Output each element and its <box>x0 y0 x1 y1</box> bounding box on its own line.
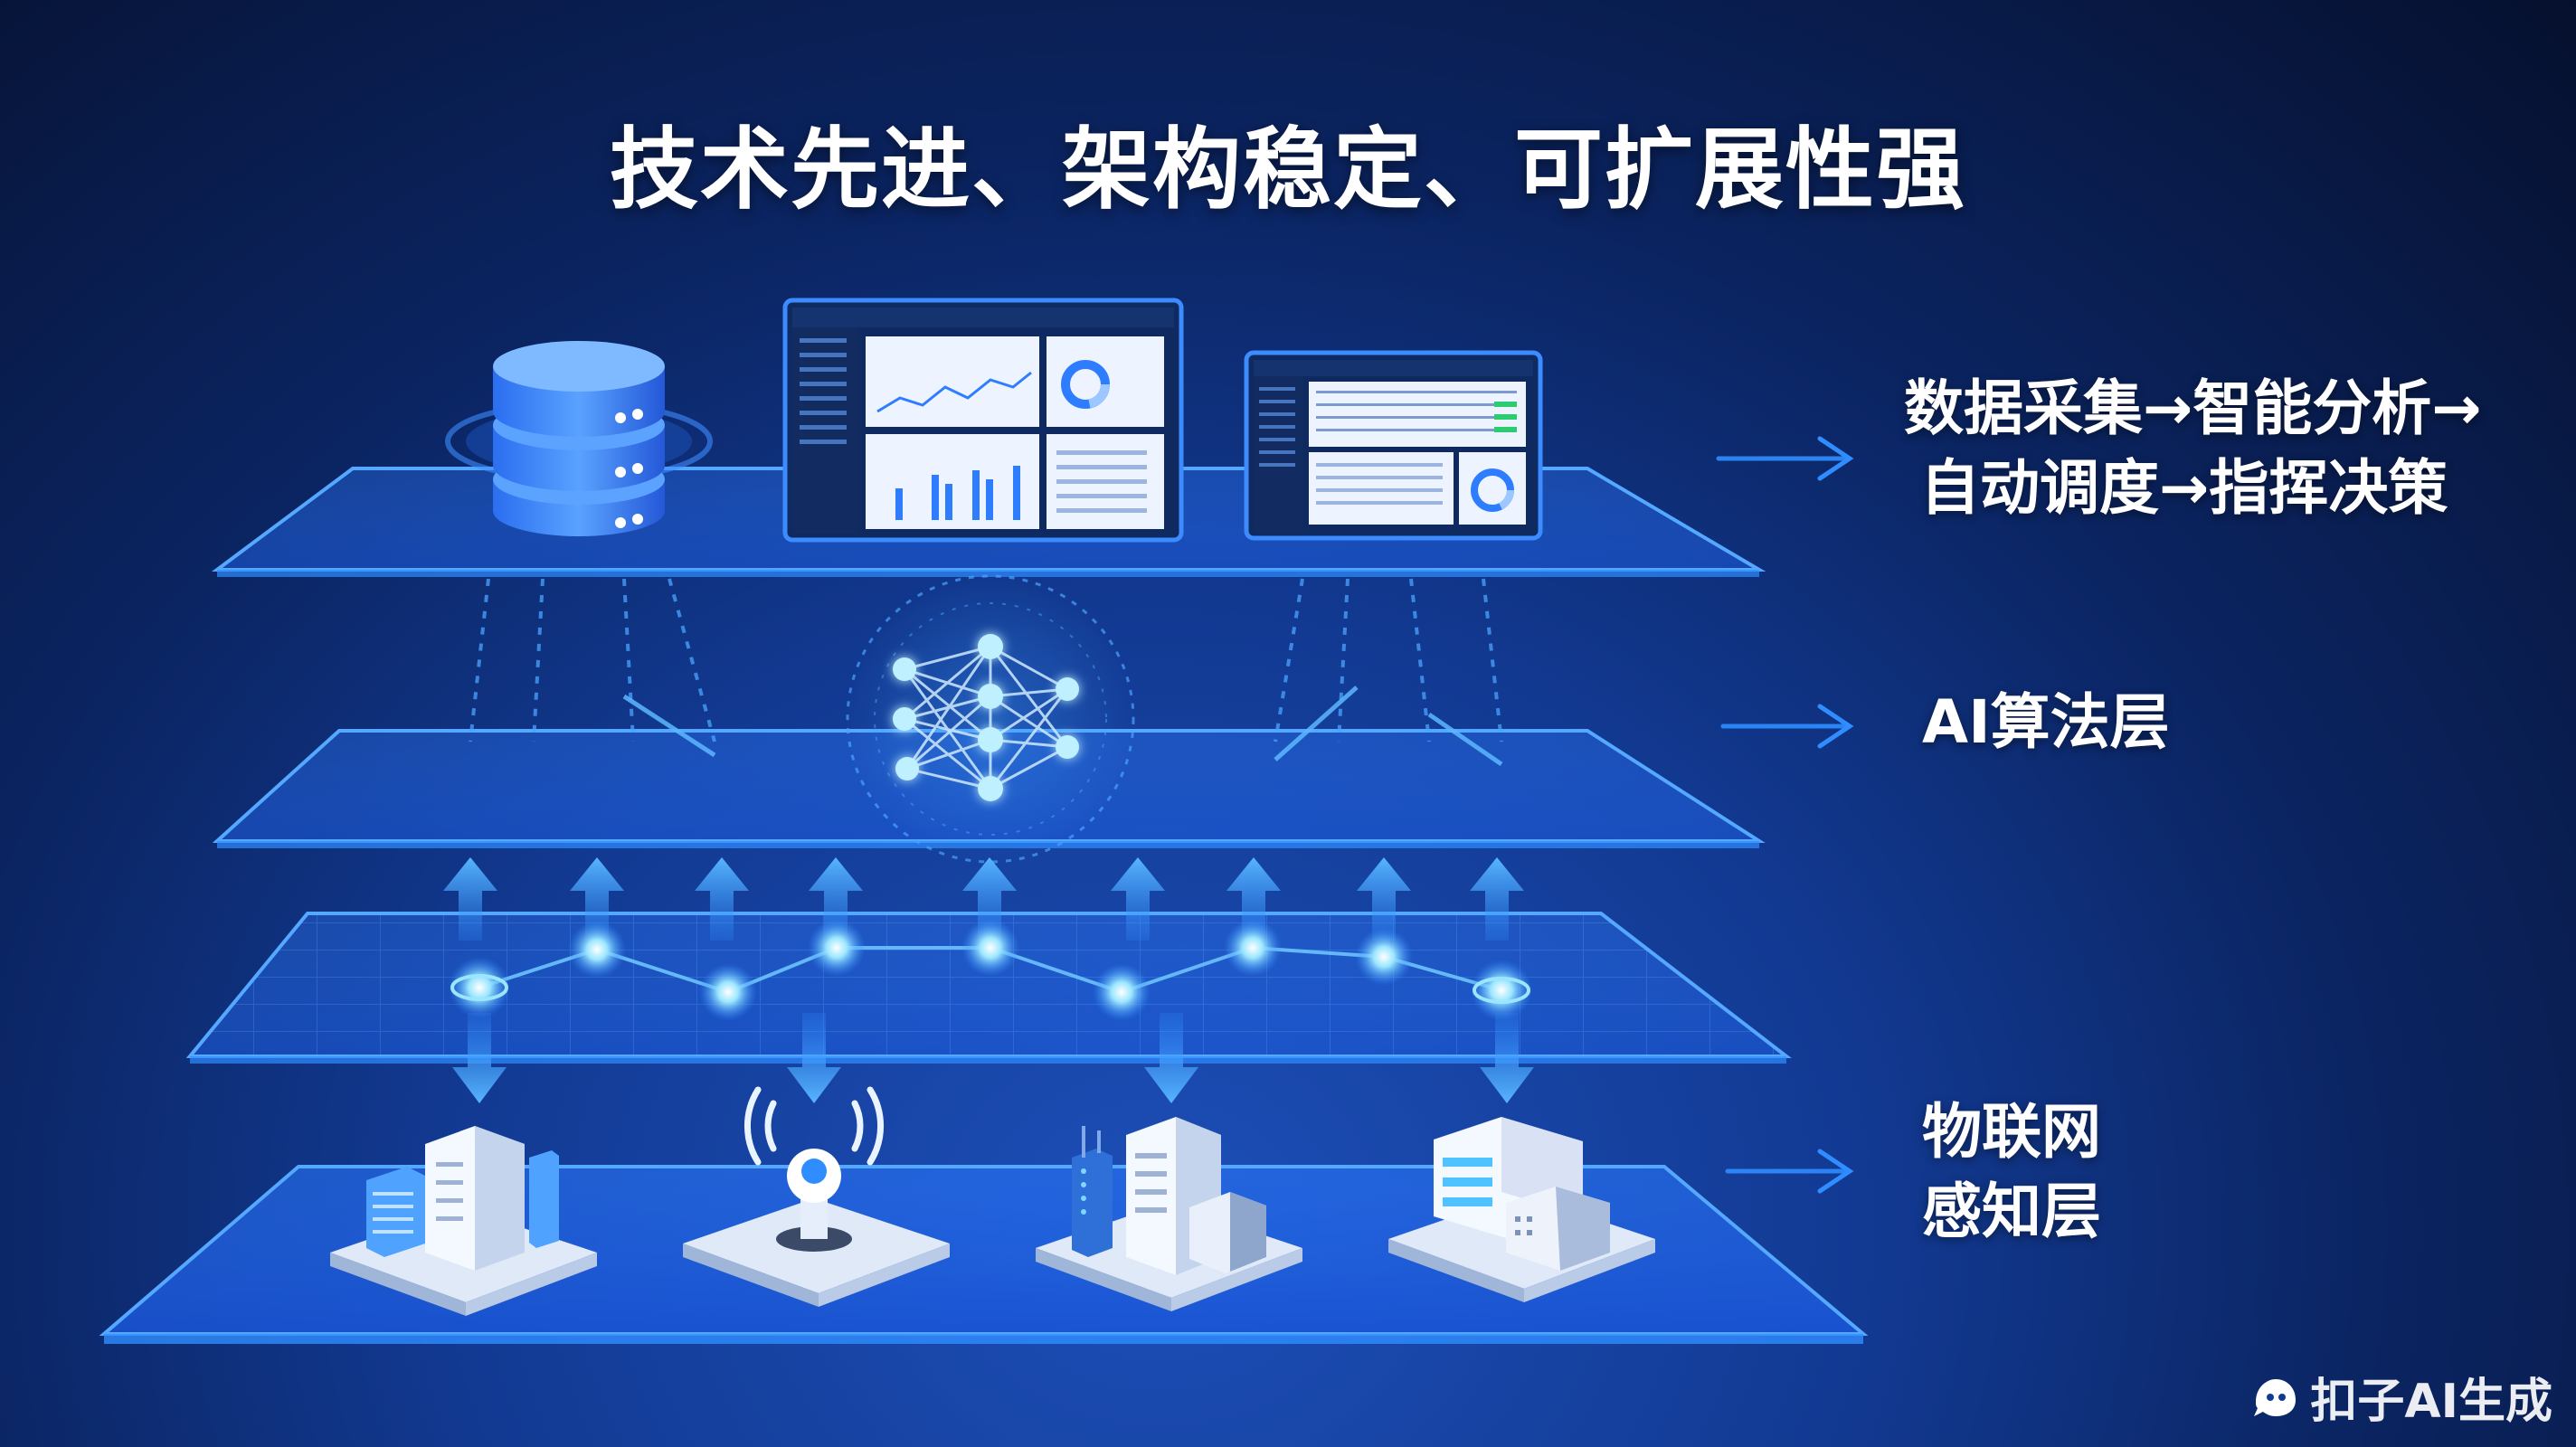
up-arrow-icon <box>1111 857 1165 941</box>
down-arrow-icon <box>1480 1013 1534 1103</box>
page-title: 技术先进、架构稳定、可扩展性强 <box>609 118 1966 222</box>
network-node <box>961 919 1019 977</box>
iot-layer-line-2: 感知层 <box>1922 1177 2101 1246</box>
neural-network-icon <box>846 574 1135 864</box>
watermark-text: 扣子AI生成 <box>2310 1375 2552 1429</box>
up-arrow-icon <box>695 857 749 941</box>
down-arrow-group <box>452 1013 1534 1103</box>
storage-server-icon <box>1388 1117 1655 1302</box>
iot-layer-label: 物联网 感知层 <box>1922 1092 2101 1252</box>
network-node <box>568 921 626 979</box>
ai-layer-label: AI算法层 <box>1922 683 2170 762</box>
application-layer-line-2: 自动调度→指挥决策 <box>1920 453 2448 523</box>
up-arrow-icon <box>962 857 1017 941</box>
up-arrow-icon <box>809 857 863 941</box>
side-arrows <box>1716 436 1854 1194</box>
connector-diagonals <box>622 686 1503 767</box>
network-node <box>808 919 866 977</box>
arrow-right-icon <box>1725 1149 1854 1194</box>
watermark: 扣子AI生成 <box>2249 1363 2552 1431</box>
application-layer-line-1: 数据采集→智能分析→ <box>1904 374 2482 443</box>
up-arrow-icon <box>570 857 624 941</box>
network-node <box>1471 960 1532 1021</box>
server-rack-icon <box>1036 1117 1302 1311</box>
up-arrow-icon <box>443 857 497 941</box>
network-node <box>1355 928 1413 986</box>
up-arrow-icon <box>1470 857 1524 941</box>
dashboard-screen-icon <box>1244 350 1543 541</box>
down-arrow-icon <box>787 1013 841 1103</box>
network-nodes <box>449 919 1532 1021</box>
down-arrow-icon <box>452 1013 507 1103</box>
iot-layer-line-1: 物联网 <box>1922 1097 2101 1167</box>
network-node <box>699 963 757 1021</box>
ai-layer-text: AI算法层 <box>1922 687 2170 757</box>
arrow-right-icon <box>1720 704 1854 749</box>
layer-connectors <box>469 578 1503 742</box>
database-icon <box>445 341 713 536</box>
application-layer-label: 数据采集→智能分析→ 自动调度→指挥决策 <box>1904 369 2482 528</box>
building-icon <box>330 1126 597 1316</box>
dashboard-screen-icon <box>782 298 1184 543</box>
down-arrow-icon <box>1144 1013 1198 1103</box>
network-node <box>449 957 510 1018</box>
up-arrow-icon <box>1226 857 1281 941</box>
bot-logo-icon <box>2254 1378 2297 1416</box>
up-arrow-icon <box>1357 857 1411 941</box>
network-node <box>1093 963 1151 1021</box>
network-node <box>1224 919 1282 977</box>
up-arrow-group <box>443 857 1524 941</box>
wireless-sensor-icon <box>683 1086 950 1307</box>
arrow-right-icon <box>1716 436 1854 481</box>
